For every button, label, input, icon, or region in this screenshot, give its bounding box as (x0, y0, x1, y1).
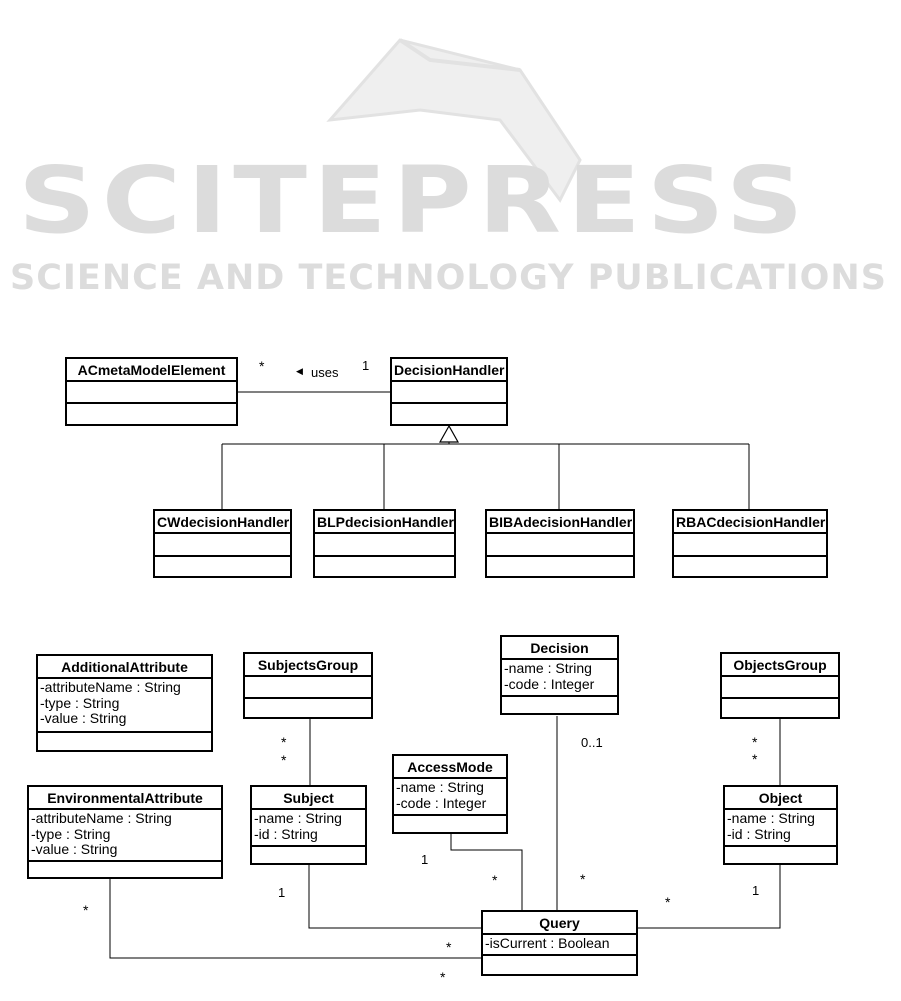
watermark-brand: SCITEPRESS (18, 148, 810, 255)
uses-multiplicity-left: * (259, 358, 265, 374)
class-attributes: -isCurrent : Boolean (483, 935, 636, 956)
attribute: -code : Integer (504, 675, 595, 692)
class-attributes (487, 534, 633, 557)
attribute: -name : String (727, 810, 815, 826)
class-name: DecisionHandler (392, 359, 506, 382)
class-attributes (392, 382, 506, 404)
attribute: -type : String (40, 694, 120, 711)
environmental-query-multiplicity: * (446, 939, 452, 955)
attribute: -attributeName : String (40, 679, 181, 695)
class-subjectsgroup[interactable]: SubjectsGroup (243, 652, 373, 719)
uses-multiplicity-right: 1 (362, 358, 370, 373)
class-attributes: -name : String -code : Integer (502, 660, 617, 697)
class-objectsgroup[interactable]: ObjectsGroup (720, 652, 840, 719)
class-decisionhandler[interactable]: DecisionHandler (390, 357, 508, 426)
class-additionalattribute[interactable]: AdditionalAttribute -attributeName : Str… (36, 654, 213, 752)
class-attributes (722, 677, 838, 699)
object-query-line (637, 864, 781, 929)
class-accessmode[interactable]: AccessMode -name : String -code : Intege… (392, 754, 508, 834)
book-logo-icon (326, 38, 582, 203)
class-name: Object (725, 787, 836, 810)
generalization-arrowhead (438, 424, 460, 443)
class-name: Subject (252, 787, 365, 810)
class-attributes (245, 677, 371, 699)
attribute: -type : String (31, 825, 111, 842)
class-decision[interactable]: Decision -name : String -code : Integer (500, 635, 619, 715)
class-attributes (155, 534, 290, 557)
attribute: -value : String (31, 841, 118, 857)
accessmode-query-multiplicity: * (492, 872, 498, 888)
class-attributes: -name : String -id : String (725, 810, 836, 847)
attribute: -name : String (504, 660, 592, 676)
watermark-tagline: SCIENCE AND TECHNOLOGY PUBLICATIONS (10, 258, 887, 298)
class-attributes: -attributeName : String -type : String -… (29, 810, 221, 862)
class-name: ObjectsGroup (722, 654, 838, 677)
class-object[interactable]: Object -name : String -id : String (723, 785, 838, 865)
uses-label: uses (311, 365, 339, 380)
class-cwdecisionhandler[interactable]: CWdecisionHandler (153, 509, 292, 578)
decision-multiplicity: 0..1 (581, 735, 603, 750)
class-name: EnvironmentalAttribute (29, 787, 221, 810)
attribute: -value : String (40, 710, 127, 726)
accessmode-multiplicity: 1 (421, 852, 429, 867)
class-name: Decision (502, 637, 617, 660)
class-environmentalattribute[interactable]: EnvironmentalAttribute -attributeName : … (27, 785, 223, 879)
objectsgroup-mult-1: * (752, 734, 758, 750)
attribute: -attributeName : String (31, 810, 172, 826)
object-multiplicity: 1 (752, 883, 760, 898)
subjectsgroup-mult-2: * (281, 752, 287, 768)
environmental-multiplicity: * (83, 902, 89, 918)
attribute: -name : String (396, 779, 484, 795)
attribute: -id : String (727, 825, 791, 842)
subject-query-line (308, 864, 482, 929)
class-name: AdditionalAttribute (38, 656, 211, 679)
class-attributes (674, 534, 826, 557)
decision-query-multiplicity: * (580, 871, 586, 887)
class-attributes: -attributeName : String -type : String -… (38, 679, 211, 733)
class-name: AccessMode (394, 756, 506, 779)
class-attributes (67, 382, 236, 404)
class-acmetamodelelement[interactable]: ACmetaModelElement (65, 357, 238, 426)
object-query-multiplicity: * (665, 894, 671, 910)
class-name: SubjectsGroup (245, 654, 371, 677)
attribute: -isCurrent : Boolean (485, 935, 610, 951)
class-name: BLPdecisionHandler (315, 511, 454, 534)
class-blpdecisionhandler[interactable]: BLPdecisionHandler (313, 509, 456, 578)
class-bibadecisionhandler[interactable]: BIBAdecisionHandler (485, 509, 635, 578)
class-attributes: -name : String -code : Integer (394, 779, 506, 816)
class-name: BIBAdecisionHandler (487, 511, 633, 534)
attribute: -id : String (254, 825, 318, 842)
subjectsgroup-mult-1: * (281, 734, 287, 750)
class-name: RBACdecisionHandler (674, 511, 826, 534)
query-bottom-multiplicity: * (440, 969, 446, 985)
class-query[interactable]: Query -isCurrent : Boolean (481, 910, 638, 976)
class-attributes: -name : String -id : String (252, 810, 365, 847)
attribute: -name : String (254, 810, 342, 826)
class-attributes (315, 534, 454, 557)
class-rbacdecisionhandler[interactable]: RBACdecisionHandler (672, 509, 828, 578)
accessmode-query-line (450, 833, 523, 910)
objectsgroup-mult-2: * (752, 751, 758, 767)
class-subject[interactable]: Subject -name : String -id : String (250, 785, 367, 865)
class-name: CWdecisionHandler (155, 511, 290, 534)
uses-direction-arrow-icon: ◀ (296, 366, 303, 376)
class-name: Query (483, 912, 636, 935)
attribute: -code : Integer (396, 794, 487, 811)
environmental-query-line (109, 878, 482, 959)
class-name: ACmetaModelElement (67, 359, 236, 382)
subject-multiplicity: 1 (278, 885, 286, 900)
